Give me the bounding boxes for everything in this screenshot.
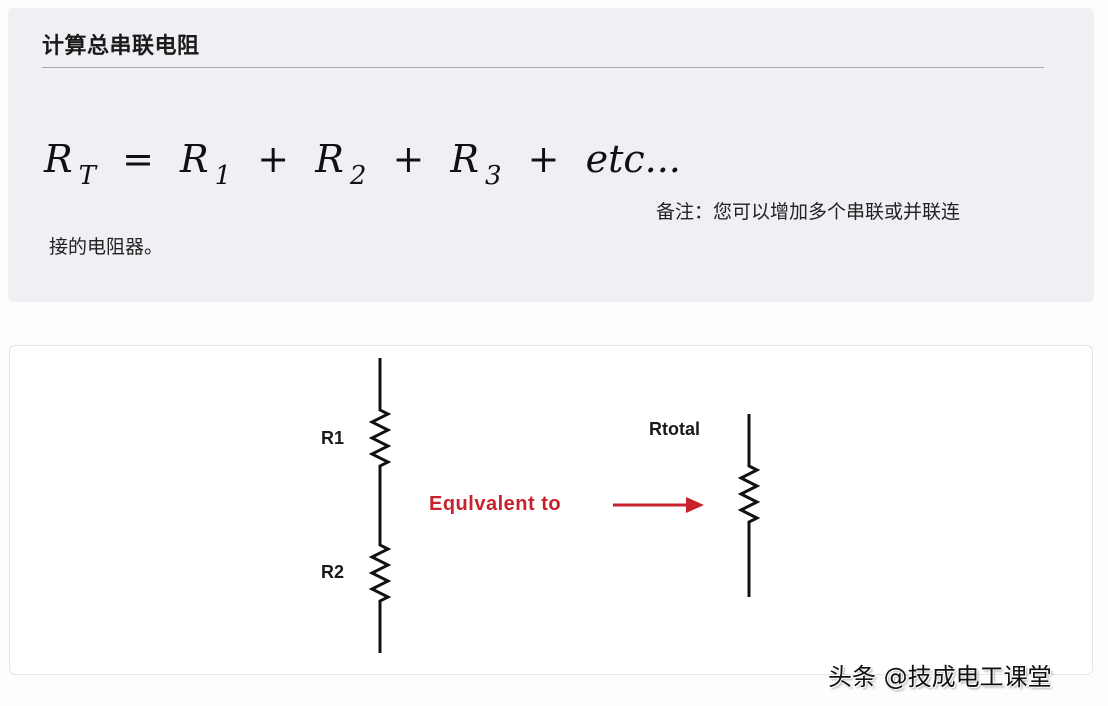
title-divider [42, 67, 1044, 68]
r2-label: R2 [321, 562, 345, 582]
watermark: 头条 @技成电工课堂 [828, 663, 1052, 691]
rtotal-resistor-icon [737, 414, 761, 597]
formula-lhs: R [44, 137, 73, 181]
formula-panel [8, 8, 1094, 302]
formula-equals: = [122, 137, 154, 181]
note-text-line1: 备注：您可以增加多个串联或并联连 [656, 201, 961, 223]
circuit-diagram-panel [9, 345, 1093, 675]
section-title: 计算总串联电阻 [42, 34, 200, 59]
rtotal-label: Rtotal [649, 419, 700, 439]
equivalent-to-label: Equlvalent to [429, 493, 562, 515]
r1-label: R1 [321, 428, 345, 448]
formula-etc: etc... [585, 137, 681, 181]
arrow-icon [613, 497, 704, 513]
note-text-line2: 接的电阻器。 [49, 236, 164, 258]
r1-resistor-icon [368, 358, 392, 653]
